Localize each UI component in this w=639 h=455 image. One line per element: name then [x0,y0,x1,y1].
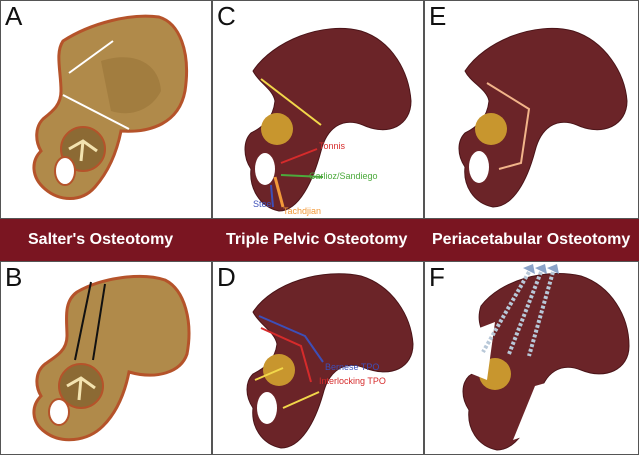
panel-c: C Tonnis Carlioz/Sandiego Steel Tachdjia… [212,0,424,219]
panel-letter-a: A [5,1,22,31]
panel-d: D Bernese TPO Interlocking TPO [212,261,424,455]
pelvis-illustration-b [1,262,212,455]
panel-letter-e: E [429,1,446,31]
title-salter: Salter's Osteotomy [28,219,173,261]
label-interlocking: Interlocking TPO [319,376,386,386]
panel-letter-b: B [5,262,22,292]
label-carlioz: Carlioz/Sandiego [309,171,378,181]
panel-a: A [0,0,212,219]
pelvis-illustration-d [213,262,424,455]
panel-e: E [424,0,639,219]
label-steel: Steel [253,199,274,209]
panel-letter-c: C [217,1,236,31]
pelvis-illustration-c [213,1,424,219]
label-tachdjian: Tachdjian [283,206,321,216]
title-periacetabular: Periacetabular Osteotomy [432,219,630,261]
label-bernese: Bernese TPO [325,362,379,372]
panel-b: B [0,261,212,455]
panel-f: F [424,261,639,455]
panel-letter-d: D [217,262,236,292]
label-tonnis: Tonnis [319,141,345,151]
pelvis-illustration-e [425,1,639,219]
pelvis-illustration-f [425,262,639,455]
panel-letter-f: F [429,262,445,292]
pelvis-illustration-a [1,1,212,219]
title-triple: Triple Pelvic Osteotomy [226,219,407,261]
